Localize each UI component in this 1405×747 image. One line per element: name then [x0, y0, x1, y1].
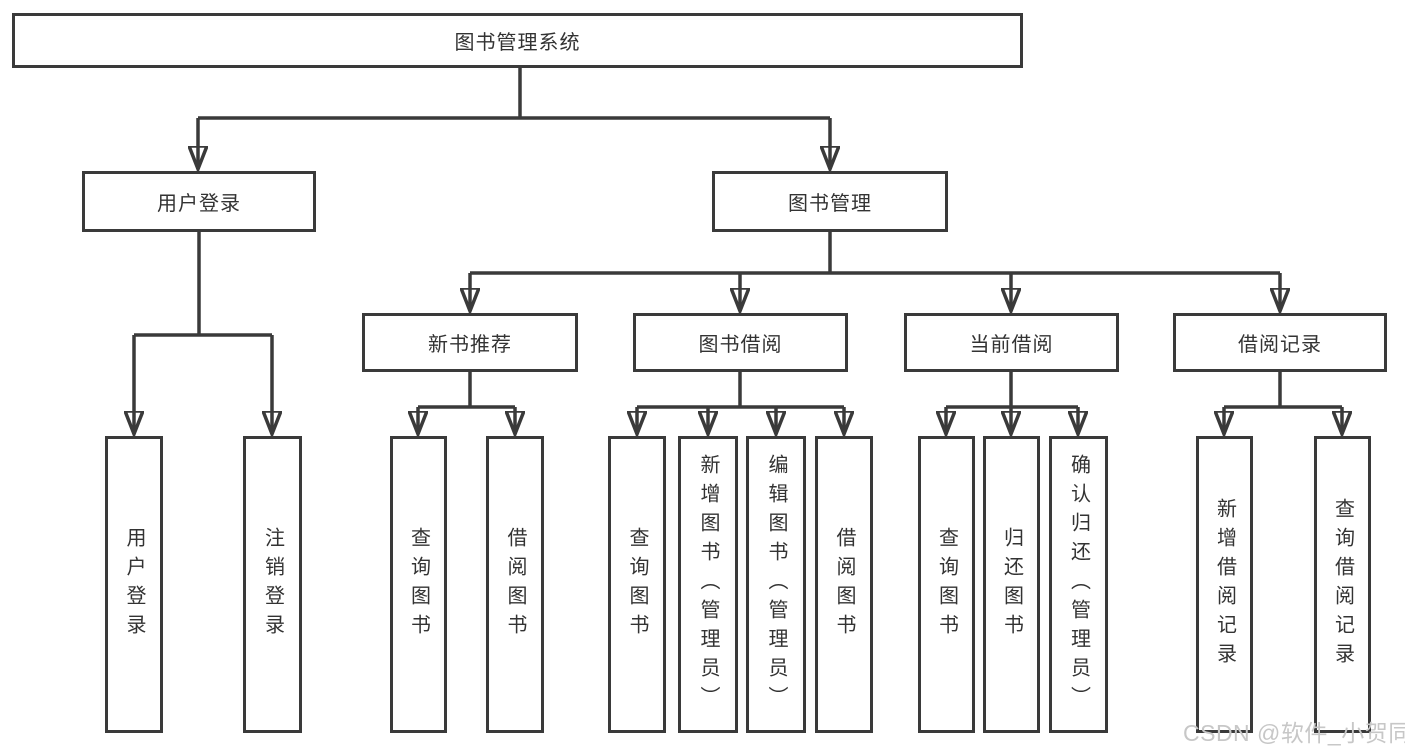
- leaf-query-borrow-record: 查询借阅记录: [1314, 436, 1371, 733]
- leaf-borrow-books-1: 借阅图书: [486, 436, 544, 733]
- csdn-watermark: CSDN @软件_小贺同学: [1183, 720, 1405, 746]
- node-root: 图书管理系统: [12, 13, 1023, 68]
- node-borrowing-records: 借阅记录: [1173, 313, 1387, 372]
- edge-book-management-to-level3: [470, 232, 1280, 311]
- node-new-book-recommendation: 新书推荐: [362, 313, 578, 372]
- leaf-add-borrow-record: 新增借阅记录: [1196, 436, 1253, 733]
- edge-book-borrowing-to-leaves: [637, 372, 844, 434]
- leaf-query-books-1: 查询图书: [390, 436, 447, 733]
- leaf-return-books: 归还图书: [983, 436, 1040, 733]
- edge-current-borrowing-to-leaves: [946, 372, 1078, 434]
- edge-borrowing-records-to-leaves: [1224, 372, 1342, 434]
- leaf-edit-books-admin: 编辑图书（管理员）: [746, 436, 806, 733]
- leaf-add-books-admin: 新增图书（管理员）: [678, 436, 738, 733]
- leaf-user-login: 用户登录: [105, 436, 163, 733]
- leaf-logout: 注销登录: [243, 436, 302, 733]
- node-book-management: 图书管理: [712, 171, 948, 232]
- leaf-borrow-books-2: 借阅图书: [815, 436, 873, 733]
- node-user-login: 用户登录: [82, 171, 316, 232]
- node-book-borrowing: 图书借阅: [633, 313, 848, 372]
- leaf-query-books-2: 查询图书: [608, 436, 666, 733]
- leaf-confirm-return-admin: 确认归还（管理员）: [1049, 436, 1108, 733]
- edge-user-login-to-leaves: [134, 232, 272, 434]
- edge-new-book-rec-to-leaves: [418, 372, 515, 434]
- node-current-borrowing: 当前借阅: [904, 313, 1119, 372]
- leaf-query-books-3: 查询图书: [918, 436, 975, 733]
- edge-root-to-level2: [198, 68, 830, 169]
